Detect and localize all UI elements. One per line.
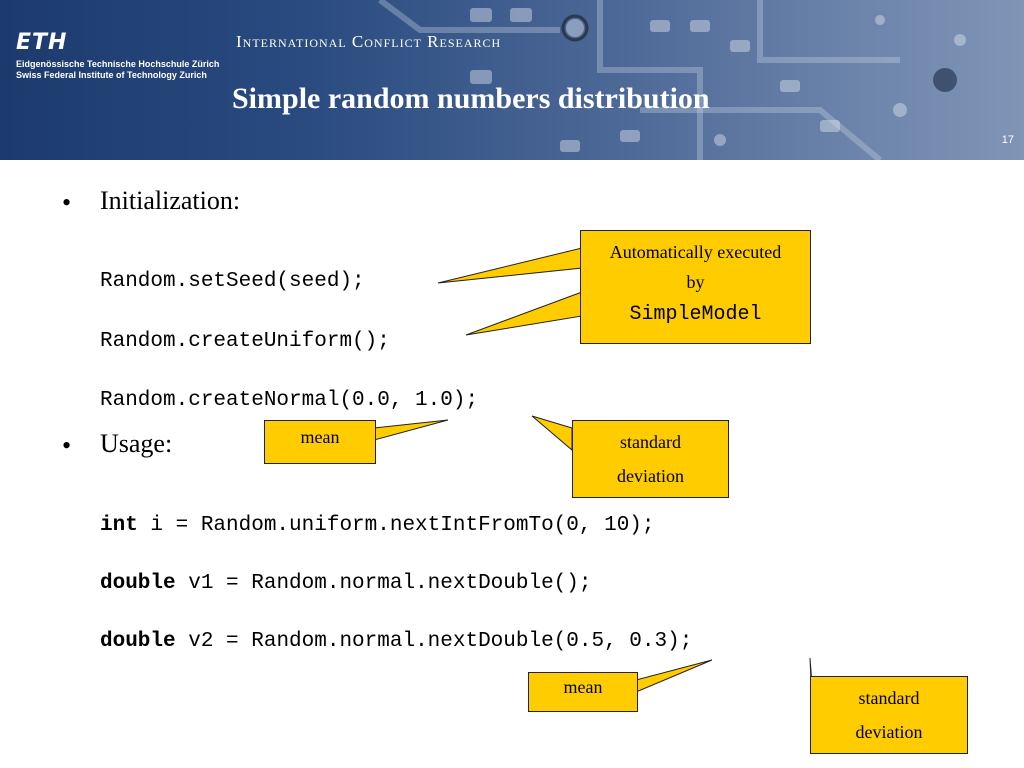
pointer-mean-2 [635, 659, 713, 693]
callout-auto-simplemodel: SimpleModel [629, 303, 762, 326]
organization-name: International Conflict Research [236, 32, 502, 51]
callout-std2-line2: deviation [855, 722, 923, 742]
callout-mean-1-text: mean [300, 427, 340, 447]
callout-std1-line1: standard [620, 432, 681, 452]
bullet-initialization: Initialization: [100, 186, 241, 215]
eth-logo: ETH [16, 30, 68, 55]
code-normal-next-double: double v1 = Random.normal.nextDouble(); [100, 572, 592, 595]
pointer-std-1 [531, 415, 573, 452]
code-set-seed: Random.setSeed(seed); [100, 270, 365, 293]
callout-mean-1: mean [264, 420, 376, 464]
page-number: 17 [1001, 134, 1014, 146]
callout-mean-2-text: mean [563, 677, 603, 697]
circuit-board-background [378, 0, 966, 160]
bullet-usage: Usage: [100, 429, 173, 458]
callout-std1-line2: deviation [617, 466, 684, 486]
code-text: i = Random.uniform.nextIntFromTo(0, 10); [137, 514, 655, 537]
logo-line-1: Eidgenössische Technische Hochschule Zür… [16, 59, 220, 69]
keyword-int: int [100, 514, 138, 537]
slide-title: Simple random numbers distribution [232, 82, 710, 115]
callout-auto-line2: by [686, 272, 705, 292]
callout-std2-line1: standard [858, 688, 920, 708]
pointer-auto-setseed [437, 247, 583, 284]
logo-line-2: Swiss Federal Institute of Technology Zu… [16, 70, 207, 80]
callout-automatically-executed: Automatically executed by SimpleModel [580, 230, 811, 344]
callout-standard-deviation-1: standard deviation [572, 420, 729, 498]
bullet-marker-init: • [62, 188, 72, 217]
slide-header: ETH Eidgenössische Technische Hochschule… [0, 0, 1024, 160]
keyword-double: double [100, 630, 176, 653]
code-uniform-next-int: int i = Random.uniform.nextIntFromTo(0, … [100, 514, 655, 537]
pointer-mean-1 [373, 419, 449, 441]
callout-mean-2: mean [528, 672, 638, 712]
pointer-auto-createuniform [465, 291, 583, 336]
keyword-double: double [100, 572, 176, 595]
code-normal-next-double-params: double v2 = Random.normal.nextDouble(0.5… [100, 630, 692, 653]
bullet-marker-usage: • [62, 431, 72, 460]
code-create-normal: Random.createNormal(0.0, 1.0); [100, 389, 479, 412]
callout-auto-line1: Automatically executed [609, 242, 782, 262]
code-create-uniform: Random.createUniform(); [100, 330, 390, 353]
code-text: v1 = Random.normal.nextDouble(); [175, 572, 592, 595]
callout-standard-deviation-2: standard deviation [810, 676, 968, 754]
code-text: v2 = Random.normal.nextDouble(0.5, 0.3); [175, 630, 693, 653]
